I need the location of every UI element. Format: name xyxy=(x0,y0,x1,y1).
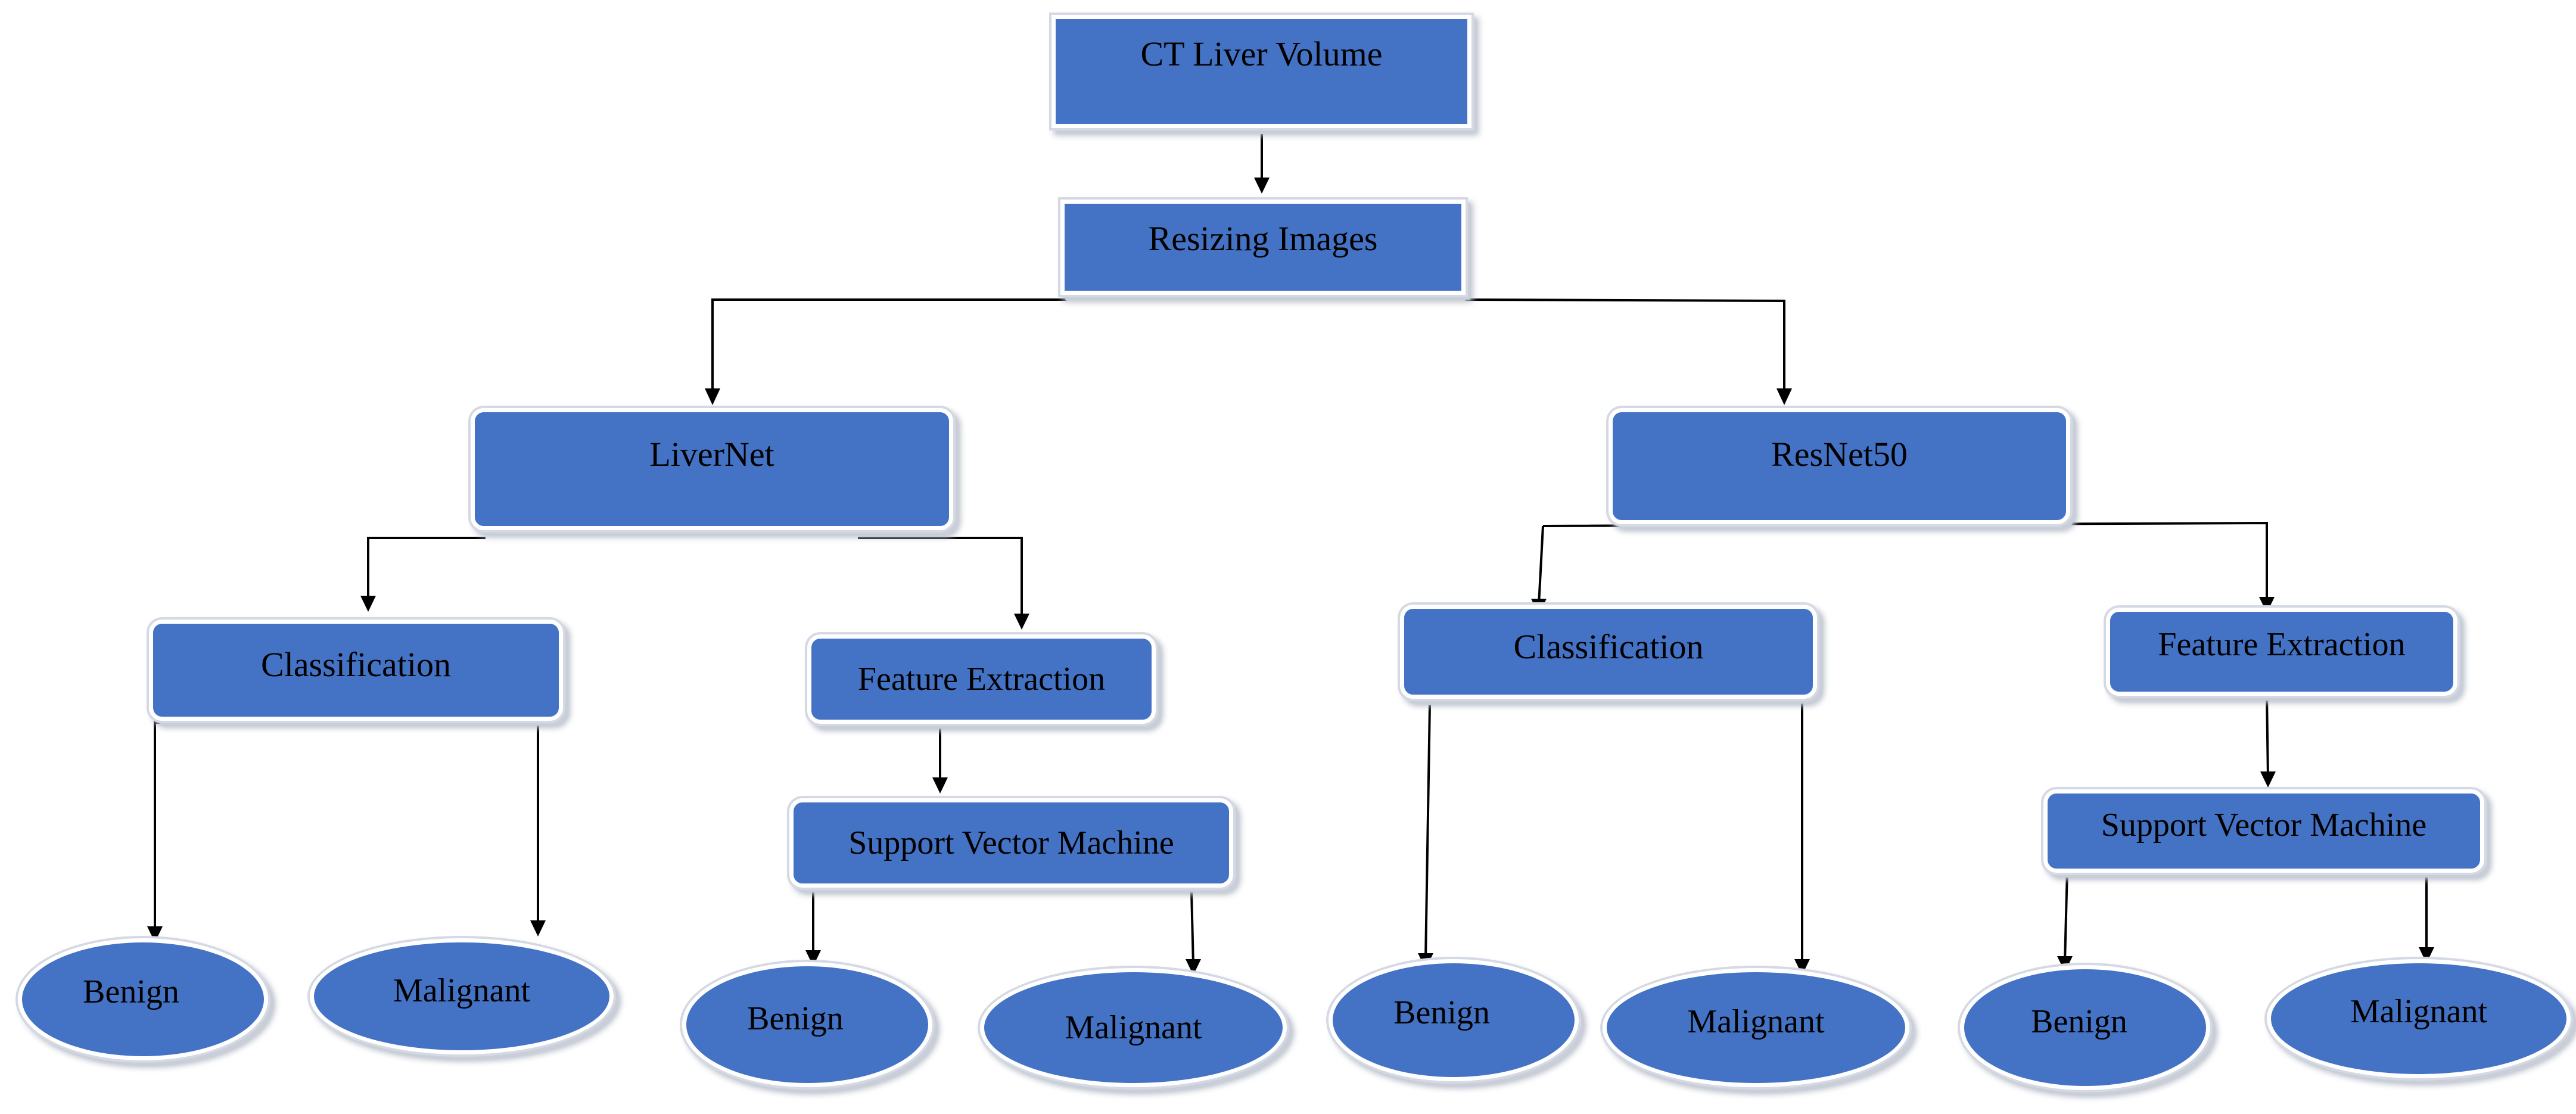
arrowhead xyxy=(2057,956,2073,972)
edge-resnet-svm-to-malignant xyxy=(2240,866,2428,953)
node-livernet-class-malignant: Malignant xyxy=(310,938,614,1054)
arrowhead xyxy=(1186,959,1201,975)
arrowhead xyxy=(147,926,163,942)
arrowhead xyxy=(705,388,720,405)
edge-resnet-classification-to-benign xyxy=(1424,704,1431,960)
node-livernet-classification: Classification xyxy=(149,620,563,721)
node-label: Malignant xyxy=(1687,1003,1825,1040)
node-resnet-svm-benign: Benign xyxy=(1960,965,2210,1090)
node-label: ResNet50 xyxy=(1771,435,1908,474)
arrowhead xyxy=(2260,771,2276,788)
arrowhead xyxy=(805,950,821,966)
arrowhead xyxy=(1794,959,1810,975)
node-resnet-classification: Classification xyxy=(1400,605,1817,699)
node-livernet-svm: Support Vector Machine xyxy=(789,798,1233,888)
node-resnet-feature-extraction: Feature Extraction xyxy=(2106,608,2457,696)
node-livernet-feature-extraction: Feature Extraction xyxy=(807,634,1156,724)
arrowhead xyxy=(1254,178,1270,194)
edge-resnet50-to-classification xyxy=(1538,525,1544,605)
arrowhead xyxy=(2419,947,2434,963)
node-label: Malignant xyxy=(1065,1009,1202,1046)
node-livernet-class-benign: Benign xyxy=(18,938,268,1060)
node-label: Benign xyxy=(2031,1003,2127,1040)
node-resnet50: ResNet50 xyxy=(1609,408,2070,524)
arrowhead xyxy=(2259,597,2275,613)
edge-livernet-to-classification xyxy=(367,537,486,602)
node-ct-liver-volume: CT Liver Volume xyxy=(1051,15,1471,128)
node-label: Malignant xyxy=(393,972,531,1009)
node-label: Feature Extraction xyxy=(857,661,1106,698)
node-label: Benign xyxy=(747,1000,844,1037)
edge-resnet-svm-to-benign xyxy=(2064,869,2237,963)
node-label: Support Vector Machine xyxy=(2101,807,2427,844)
node-livernet: LiverNet xyxy=(471,408,953,530)
edge-resnet50-horizontal xyxy=(1542,521,2268,603)
node-label: Benign xyxy=(1393,994,1490,1031)
edge-resize-to-livernet xyxy=(711,298,1066,396)
node-resnet-class-malignant: Malignant xyxy=(1603,968,1909,1087)
node-resizing-images: Resizing Images xyxy=(1060,200,1466,295)
arrowhead xyxy=(932,777,948,794)
edge-livernet-svm-to-malignant xyxy=(1190,891,1194,966)
arrowhead xyxy=(530,920,546,936)
node-label: Classification xyxy=(1513,627,1704,666)
node-resnet-svm-malignant: Malignant xyxy=(2267,959,2571,1078)
arrowhead xyxy=(1014,614,1029,630)
edge-resnet-fe-to-svm xyxy=(2266,695,2269,778)
node-livernet-svm-benign: Benign xyxy=(682,962,932,1087)
node-label: LiverNet xyxy=(649,435,774,474)
edge-livernet-classification-to-malignant xyxy=(428,718,539,926)
node-label: Resizing Images xyxy=(1148,219,1378,258)
edge-resize-to-resnet50 xyxy=(1465,298,1785,396)
node-label: Malignant xyxy=(2350,992,2488,1030)
node-label: Support Vector Machine xyxy=(848,824,1174,861)
node-livernet-svm-malignant: Malignant xyxy=(980,968,1287,1087)
arrowhead xyxy=(1777,388,1792,405)
edge-livernet-to-feature-extraction xyxy=(858,537,1023,620)
node-label: Classification xyxy=(261,645,451,684)
arrowhead xyxy=(360,596,376,612)
node-label: Feature Extraction xyxy=(2158,626,2406,663)
node-label: Benign xyxy=(83,973,179,1010)
node-resnet-class-benign: Benign xyxy=(1329,959,1579,1081)
node-label: CT Liver Volume xyxy=(1140,34,1383,73)
edge-livernet-classification-to-benign xyxy=(154,721,408,932)
node-resnet-svm: Support Vector Machine xyxy=(2043,789,2484,873)
